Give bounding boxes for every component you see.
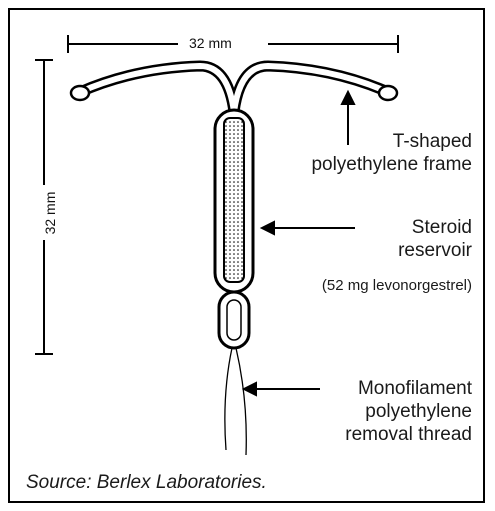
- frame-tail-inner: [226, 299, 242, 341]
- reservoir-label: Steroid reservoir: [300, 216, 472, 262]
- reservoir-label-line2: reservoir: [398, 240, 472, 261]
- frame-label-line1: T-shaped: [392, 131, 472, 152]
- thread-label: Monofilament polyethylene removal thread: [260, 377, 472, 446]
- frame-arrow: [340, 89, 356, 145]
- thread-label-line2: polyethylene: [365, 401, 472, 422]
- frame-label-line2: polyethylene frame: [311, 154, 472, 175]
- thread-label-line3: removal thread: [345, 424, 472, 445]
- right-arm-knob: [377, 84, 399, 102]
- source-caption: Source: Berlex Laboratories.: [26, 472, 267, 493]
- width-dimension-line: [67, 35, 399, 53]
- steroid-reservoir: [223, 117, 245, 283]
- reservoir-arrow: [259, 220, 355, 236]
- thread-label-line1: Monofilament: [357, 378, 472, 399]
- frame-label: T-shaped polyethylene frame: [260, 130, 472, 176]
- width-dimension-label: 32 mm: [183, 35, 238, 51]
- thread-arrow: [241, 381, 320, 397]
- t-frame-arms: [74, 60, 394, 118]
- removal-thread: [224, 347, 247, 456]
- height-dimension-line: [35, 59, 53, 355]
- reservoir-label-line1: Steroid: [411, 217, 472, 238]
- height-dimension-label: 32 mm: [42, 191, 58, 235]
- left-arm-knob: [69, 84, 91, 102]
- reservoir-dose-label: (52 mg levonorgestrel): [321, 277, 472, 294]
